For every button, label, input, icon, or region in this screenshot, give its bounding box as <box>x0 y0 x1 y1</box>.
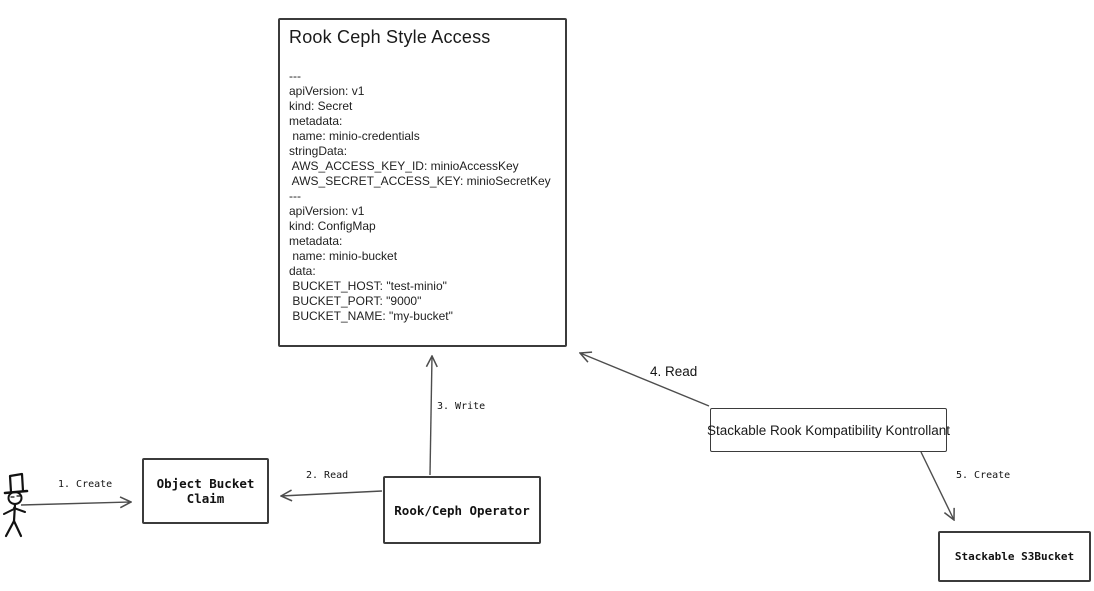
node-stackable-s3bucket: Stackable S3Bucket <box>938 531 1091 582</box>
edge-2-read-arrow <box>281 491 383 496</box>
main-box-title: Rook Ceph Style Access <box>289 27 491 47</box>
yaml-manifest-text: --- apiVersion: v1 kind: Secret metadata… <box>289 69 551 323</box>
node-rook-ceph-operator: Rook/Ceph Operator <box>383 476 541 544</box>
stick-figure-user-icon <box>3 472 29 538</box>
node-label: Object Bucket Claim <box>156 476 255 506</box>
edge-4-read-arrow <box>580 353 710 407</box>
node-label: Stackable Rook Kompatibility Kontrollant <box>706 422 951 438</box>
edge-5-create-arrow <box>920 451 954 520</box>
edge-label-5-create: 5. Create <box>956 470 1011 481</box>
node-rook-ceph-style-access: Rook Ceph Style Access --- apiVersion: v… <box>278 18 567 347</box>
edge-3-write-arrow <box>430 356 432 476</box>
edge-label-4-read: 4. Read <box>650 364 698 379</box>
node-label: Rook/Ceph Operator <box>394 502 530 518</box>
edge-label-1-create: 1. Create <box>58 479 113 490</box>
edge-1-create-arrow <box>20 502 131 505</box>
node-object-bucket-claim: Object Bucket Claim <box>142 458 269 524</box>
edge-label-3-write: 3. Write <box>437 401 486 412</box>
edge-label-2-read: 2. Read <box>306 470 349 481</box>
node-stackable-kontrollant: Stackable Rook Kompatibility Kontrollant <box>706 408 951 452</box>
node-label: Stackable S3Bucket <box>954 550 1075 563</box>
